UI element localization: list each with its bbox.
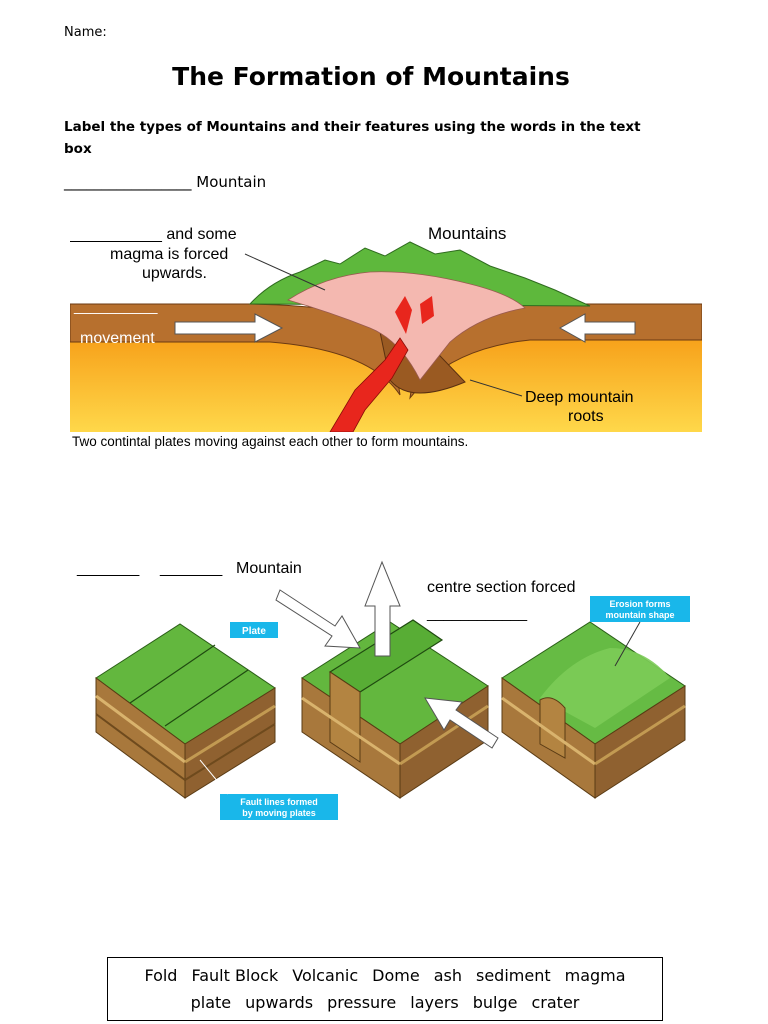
word-bank-word: Dome xyxy=(372,966,420,985)
right-arrow-icon xyxy=(558,313,636,343)
name-label: Name: xyxy=(64,25,107,40)
movement-blank: __________ xyxy=(73,298,158,315)
plate-block xyxy=(95,623,276,799)
roots-pointer xyxy=(469,379,523,397)
magma-pointer xyxy=(244,253,326,291)
diagram-caption: Two contintal plates moving against each… xyxy=(72,434,469,449)
roots-label-line2: roots xyxy=(568,408,604,425)
movement-label: movement xyxy=(80,330,155,347)
word-bank-word: bulge xyxy=(472,993,518,1012)
word-bank-word: Fold xyxy=(144,966,178,985)
erosion-tag-line1: Erosion forms xyxy=(609,599,670,609)
centre-section-text: centre section forced xyxy=(427,579,576,596)
uplift-block xyxy=(275,560,499,799)
word-bank-word: ash xyxy=(433,966,462,985)
type-blank-2: _______ xyxy=(159,560,223,577)
magma-blob xyxy=(420,296,434,324)
mountains-label: Mountains xyxy=(428,224,506,243)
word-bank-word: magma xyxy=(564,966,626,985)
word-bank-word: upwards xyxy=(245,993,314,1012)
magma-label-line1: magma is forced xyxy=(110,246,228,263)
word-bank-word: Volcanic xyxy=(292,966,359,985)
plate-tag xyxy=(230,622,278,638)
roots-label-line1: Deep mountain xyxy=(525,389,634,406)
instructions: Label the types of Mountains and their f… xyxy=(64,119,641,157)
fault-block-diagram: _______ _______ Mountain centre section … xyxy=(76,560,690,820)
plate-tag-text: Plate xyxy=(242,626,266,637)
fault-tag xyxy=(220,794,338,820)
left-arrow-icon xyxy=(174,313,284,343)
fault-tag-line2: by moving plates xyxy=(242,808,316,818)
magma-blob xyxy=(395,296,412,334)
word-bank-word: sediment xyxy=(475,966,551,985)
word-bank-word: pressure xyxy=(327,993,397,1012)
erosion-tag xyxy=(590,596,690,622)
centre-section-blank: ____________ xyxy=(426,605,528,622)
fold-blank-label: ___________ and some xyxy=(70,226,237,243)
mountain-type-blank-1: _________________ Mountain xyxy=(64,173,267,191)
fold-mountain-diagram: ___________ and some magma is forced upw… xyxy=(70,224,702,432)
magma-channel xyxy=(329,337,409,432)
page-title: The Formation of Mountains xyxy=(172,62,570,91)
mountain-word: Mountain xyxy=(236,560,302,577)
word-bank-word: layers xyxy=(410,993,459,1012)
word-bank-row-2: plate upwards pressure layers bulge crater xyxy=(108,993,662,1012)
magma-label-line2: upwards. xyxy=(142,265,207,282)
word-bank-word: Fault Block xyxy=(191,966,279,985)
eroded-block xyxy=(501,621,686,799)
erosion-tag-line2: mountain shape xyxy=(605,610,674,620)
word-bank-word: crater xyxy=(531,993,580,1012)
fault-tag-line1: Fault lines formed xyxy=(240,797,318,807)
type-blank-1: _______ xyxy=(76,560,140,577)
word-bank-word: plate xyxy=(190,993,232,1012)
left-plate xyxy=(70,303,401,396)
